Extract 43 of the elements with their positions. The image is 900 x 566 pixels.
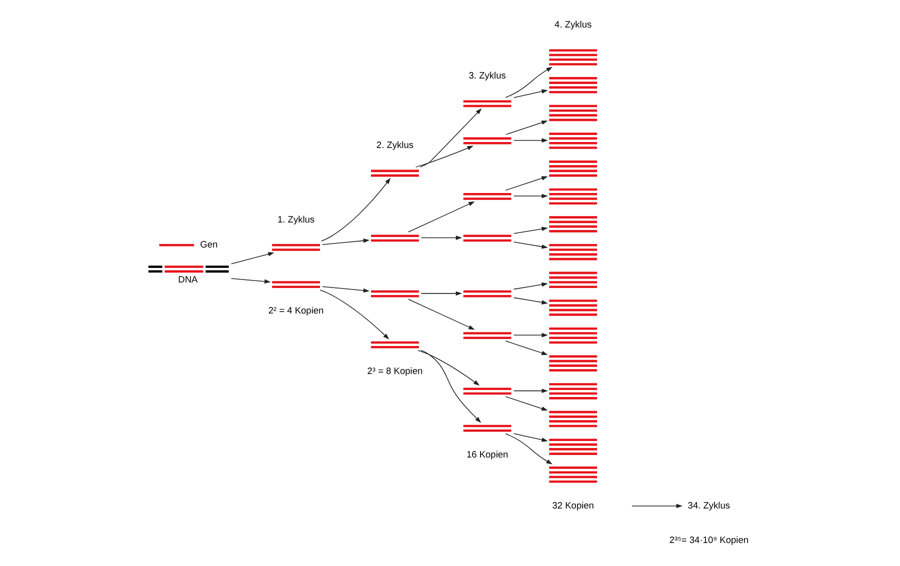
arrow [631, 504, 682, 508]
arrow [504, 340, 548, 356]
label: 2³⁵= 34·10⁹ Kopien [668, 535, 748, 546]
arrow [504, 120, 548, 135]
arrow [230, 278, 270, 284]
arrow [417, 350, 480, 386]
arrow [504, 396, 548, 411]
node-label: DNA [178, 274, 198, 284]
arrow [419, 108, 482, 168]
arrow [512, 194, 548, 198]
arrow [504, 66, 552, 98]
label: 2³ = 8 Kopien [366, 366, 422, 376]
arrow [230, 252, 274, 264]
arrow [504, 176, 548, 191]
arrow [512, 297, 548, 304]
arrow [414, 146, 474, 168]
label: 2. Zyklus [376, 140, 413, 150]
arrow [512, 226, 548, 234]
arrow [319, 290, 389, 340]
label: 16 Kopien [466, 449, 508, 460]
arrow [504, 433, 552, 464]
label: 4. Zyklus [554, 20, 592, 30]
arrow [407, 201, 474, 232]
arrow [420, 350, 481, 423]
arrow [512, 138, 548, 143]
label: 2² = 4 Kopien [268, 306, 324, 316]
arrow [320, 178, 390, 242]
arrow [322, 286, 370, 293]
arrow [420, 291, 462, 296]
arrow [512, 333, 548, 338]
arrow [512, 388, 548, 393]
arrow [322, 238, 370, 246]
arrow [420, 236, 462, 240]
arrow [512, 242, 548, 249]
legend-label: Gen [200, 240, 218, 250]
label: 32 Kopien [552, 500, 594, 510]
arrow [512, 282, 548, 290]
label: 1. Zyklus [276, 214, 314, 224]
node-text: 34. Zyklus [687, 500, 730, 510]
label: 3. Zyklus [468, 70, 506, 81]
arrow [512, 89, 548, 98]
arrow [512, 433, 548, 442]
arrow [407, 298, 474, 330]
